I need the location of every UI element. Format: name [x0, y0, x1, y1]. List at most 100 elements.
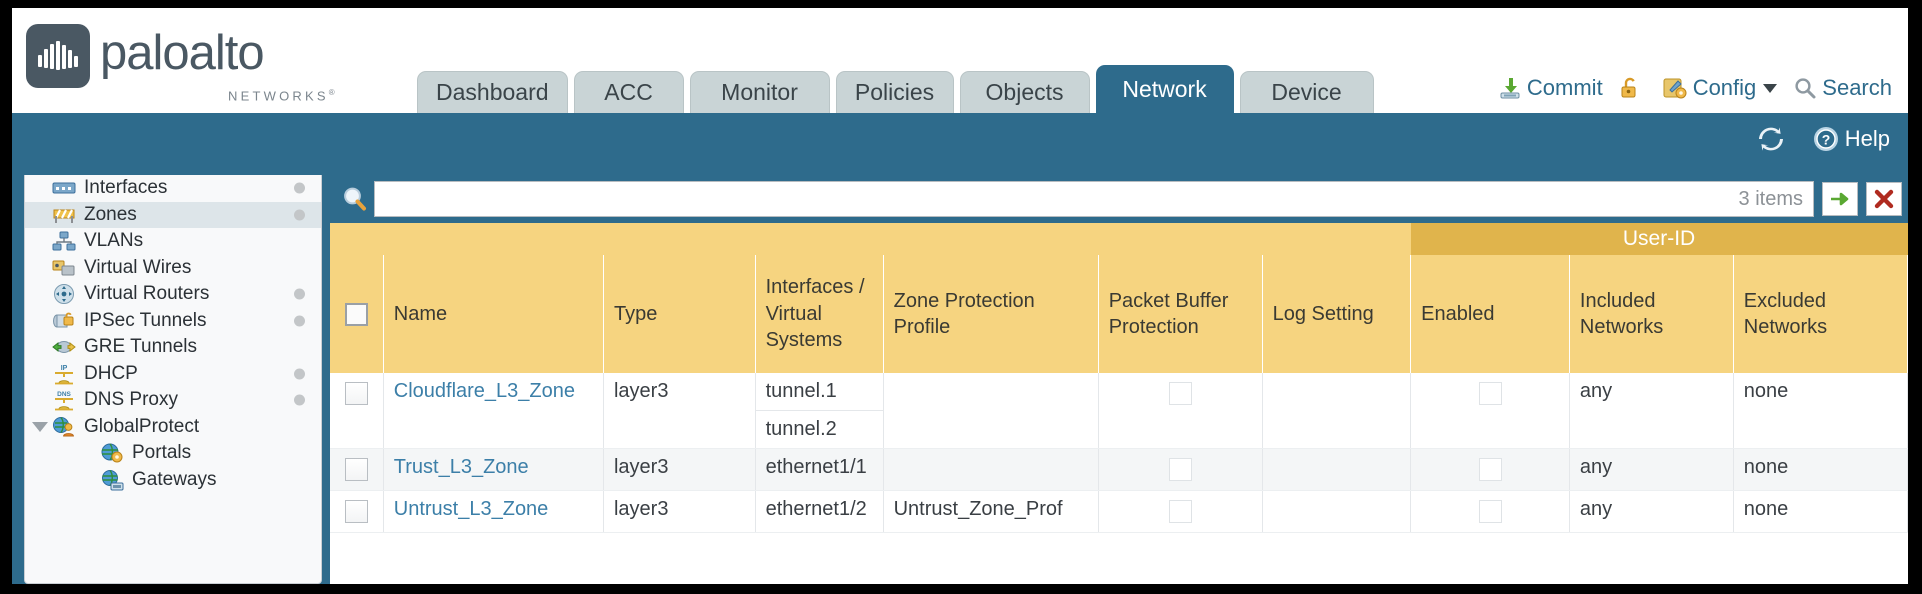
tab-device[interactable]: Device [1239, 71, 1374, 113]
cell-type: layer3 [603, 373, 756, 449]
refresh-icon [1757, 126, 1785, 152]
cell-userid-enabled[interactable] [1410, 373, 1570, 449]
col-interfaces-virtual-systems[interactable]: Interfaces / Virtual Systems [755, 255, 884, 373]
sidebar-item-portals[interactable]: Portals [25, 440, 321, 467]
cell-name[interactable]: Trust_L3_Zone [383, 448, 604, 492]
cell-type: layer3 [603, 490, 756, 534]
zone-name-link[interactable]: Untrust_L3_Zone [393, 498, 549, 521]
cell-included-networks: any [1569, 373, 1734, 449]
packet-buffer-checkbox[interactable] [1168, 458, 1192, 482]
clear-filter-button[interactable] [1866, 182, 1902, 216]
search-icon[interactable] [336, 185, 374, 213]
table-row[interactable]: Trust_L3_Zone layer3 ethernet1/1 any non… [330, 448, 1908, 492]
select-all-header[interactable] [330, 255, 384, 373]
sidebar-item-virtual-routers[interactable]: Virtual Routers [25, 281, 321, 308]
col-log-setting[interactable]: Log Setting [1262, 255, 1412, 373]
tab-objects[interactable]: Objects [959, 71, 1090, 113]
blue-bar-actions: ? Help [1735, 125, 1890, 153]
sidebar-item-ipsec-tunnels[interactable]: IPSec Tunnels [25, 308, 321, 335]
status-dot [294, 315, 305, 327]
cell-log-setting [1262, 373, 1412, 449]
table-row[interactable]: Cloudflare_L3_Zone layer3 tunnel.1 tunne… [330, 373, 1908, 449]
cell-userid-enabled[interactable] [1410, 490, 1570, 534]
table-group-header-row: User-ID [330, 223, 1908, 255]
table-row[interactable]: Untrust_L3_Zone layer3 ethernet1/2 Untru… [330, 490, 1908, 534]
sidebar-item-dhcp[interactable]: IP DHCP [25, 361, 321, 388]
sidebar-item-globalprotect[interactable]: GlobalProtect [25, 414, 321, 441]
search-input[interactable]: 3 items [374, 181, 1814, 217]
sidebar-item-zones[interactable]: Zones [25, 201, 321, 228]
search-label: Search [1822, 75, 1892, 100]
main-tabs: Dashboard ACC Monitor Policies Objects N… [417, 65, 1380, 113]
cell-excluded-networks: none [1733, 373, 1908, 449]
userid-enabled-checkbox[interactable] [1478, 500, 1502, 524]
row-checkbox[interactable] [344, 500, 368, 524]
config-icon [1662, 76, 1688, 100]
sidebar-item-vlans[interactable]: VLANs [25, 228, 321, 255]
tab-policies[interactable]: Policies [835, 71, 954, 113]
packet-buffer-checkbox[interactable] [1168, 500, 1192, 524]
cell-packet-buffer-protection[interactable] [1098, 448, 1263, 492]
col-packet-buffer-protection[interactable]: Packet Buffer Protection [1098, 255, 1263, 373]
userid-enabled-checkbox[interactable] [1478, 458, 1502, 482]
userid-enabled-checkbox[interactable] [1478, 382, 1502, 406]
col-enabled[interactable]: Enabled [1410, 255, 1570, 373]
row-select-cell[interactable] [330, 373, 384, 449]
sidebar-item-label: Zones [84, 203, 137, 225]
tab-monitor[interactable]: Monitor [689, 71, 830, 113]
tab-network[interactable]: Network [1095, 65, 1234, 113]
packet-buffer-checkbox[interactable] [1168, 382, 1192, 406]
sidebar-item-label: GRE Tunnels [84, 336, 197, 358]
globalprotect-icon [51, 416, 77, 437]
zones-table-wrapper[interactable]: User-ID Name Type Interfaces / Virtual S… [330, 223, 1908, 584]
lock-button[interactable] [1619, 76, 1646, 100]
items-count-label: 3 items [1738, 187, 1803, 210]
tab-dashboard[interactable]: Dashboard [417, 71, 568, 113]
sidebar-item-label: Interfaces [84, 177, 168, 199]
col-excluded-networks[interactable]: Excluded Networks [1733, 255, 1908, 373]
commit-button[interactable]: Commit [1498, 75, 1603, 101]
cell-zone-protection-profile [883, 448, 1099, 492]
brand-name: paloalto [100, 26, 265, 80]
cell-packet-buffer-protection[interactable] [1098, 490, 1263, 534]
sidebar-item-gateways[interactable]: Gateways [25, 467, 321, 494]
apply-filter-button[interactable] [1822, 182, 1858, 216]
col-included-networks[interactable]: Included Networks [1569, 255, 1734, 373]
row-select-cell[interactable] [330, 448, 384, 492]
cell-userid-enabled[interactable] [1410, 448, 1570, 492]
sidebar-item-label: GlobalProtect [84, 415, 200, 437]
col-zone-protection-profile[interactable]: Zone Protection Profile [883, 255, 1099, 373]
chevron-down-icon[interactable] [1763, 83, 1778, 93]
col-type[interactable]: Type [603, 255, 756, 373]
sidebar-item-dns-proxy[interactable]: DNS DNS Proxy [25, 387, 321, 414]
refresh-button[interactable] [1757, 126, 1790, 152]
row-checkbox[interactable] [344, 458, 368, 482]
config-menu-button[interactable]: Config [1662, 75, 1778, 101]
sidebar-item-virtual-wires[interactable]: Virtual Wires [25, 255, 321, 282]
row-select-cell[interactable] [330, 490, 384, 534]
help-button[interactable]: ? Help [1812, 125, 1890, 153]
cell-packet-buffer-protection[interactable] [1098, 373, 1263, 449]
search-icon [1793, 76, 1817, 100]
zone-name-link[interactable]: Cloudflare_L3_Zone [393, 380, 576, 402]
cell-name[interactable]: Untrust_L3_Zone [383, 490, 604, 534]
interfaces-icon [51, 178, 77, 198]
select-all-checkbox[interactable] [344, 303, 368, 327]
row-checkbox[interactable] [344, 382, 368, 406]
sidebar-item-gre-tunnels[interactable]: GRE Tunnels [25, 334, 321, 361]
virtual-wires-icon [51, 258, 77, 278]
search-row: 3 items [330, 175, 1908, 223]
cell-zone-protection-profile [883, 373, 1099, 449]
tab-acc[interactable]: ACC [573, 71, 684, 113]
commit-icon [1498, 76, 1522, 100]
col-name[interactable]: Name [383, 255, 604, 373]
interface-entry: tunnel.1 [765, 380, 837, 402]
group-blank-cell [330, 223, 1411, 255]
cell-name[interactable]: Cloudflare_L3_Zone [383, 373, 604, 449]
zone-name-link[interactable]: Trust_L3_Zone [393, 456, 529, 478]
search-button[interactable]: Search [1793, 75, 1892, 101]
chevron-down-icon[interactable] [32, 421, 48, 432]
sidebar-item-interfaces[interactable]: Interfaces [25, 175, 321, 202]
cell-interfaces: tunnel.1 tunnel.2 [755, 373, 884, 449]
vlans-icon [51, 231, 77, 251]
